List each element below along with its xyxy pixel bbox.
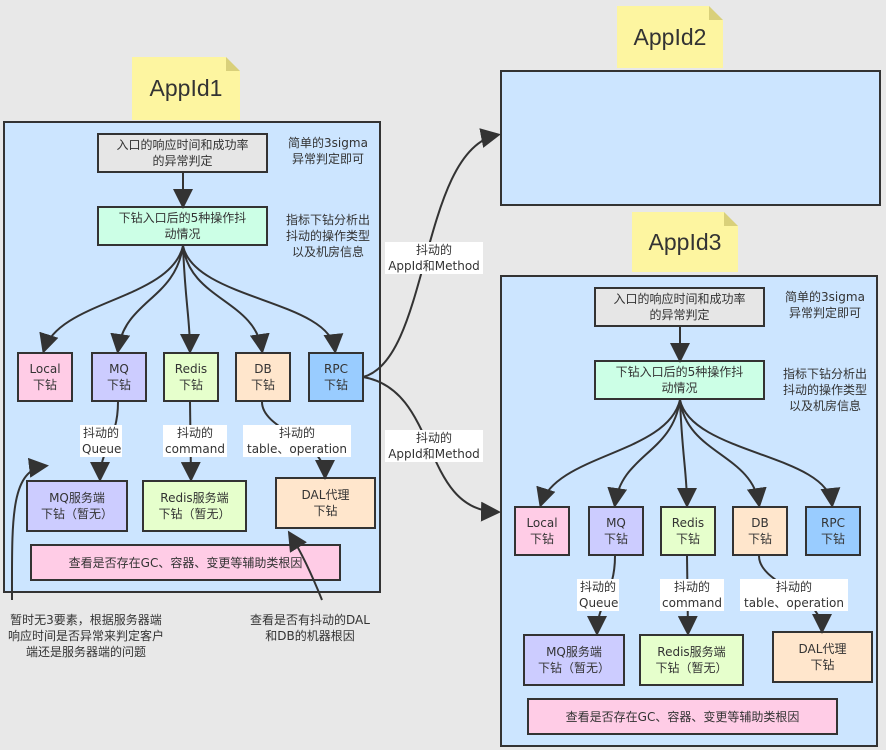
appid1-entry-box: 入口的响应时间和成功率 的异常判定: [97, 133, 268, 173]
appid3-arrow-1: [536, 399, 681, 508]
appid3-server-box-0: MQ服务端 下钻（暂无）: [523, 634, 625, 686]
appid1-edge-label-0: 抖动的 Queue: [80, 425, 122, 457]
appid1-entry-note: 简单的3sigma 异常判定即可: [288, 136, 368, 166]
appid1-op-box-4: RPC 下钻: [308, 352, 364, 402]
appid1-drill-box: 下钻入口后的5种操作抖 动情况: [97, 206, 268, 246]
bottom-note-client-server: 暂时无3要素，根据服务器端 响应时间是否异常来判定客户 端还是服务器端的问题: [7, 613, 164, 659]
appid1-edge-label-2: 抖动的 table、operation: [243, 425, 351, 457]
appid1-arrow-4: [182, 245, 270, 354]
appid3-edge-label-0: 抖动的 Queue: [577, 579, 619, 611]
appid1-arrow-2: [110, 245, 184, 354]
appid2-panel: [500, 70, 881, 206]
appid1-arrow-5: [182, 245, 344, 354]
appid3-op-box-2: Redis 下钻: [660, 506, 716, 556]
appid1-arrow-3: [179, 245, 200, 354]
appid3-aux-box: 查看是否存在GC、容器、变更等辅助类根因: [527, 698, 838, 735]
appid1-op-box-3: DB 下钻: [235, 352, 291, 402]
appid3-drill-note: 指标下钻分析出 抖动的操作类型 以及机房信息: [782, 367, 867, 413]
appid3-edge-label-2: 抖动的 table、operation: [740, 579, 848, 611]
appid1-server-box-0: MQ服务端 下钻（暂无）: [26, 480, 128, 532]
appid3-op-box-4: RPC 下钻: [805, 506, 861, 556]
sticky-appid2: AppId2: [617, 6, 723, 68]
appid3-label: AppId3: [648, 228, 722, 255]
appid1-op-box-0: Local 下钻: [17, 352, 73, 402]
sticky-appid3: AppId3: [632, 212, 738, 272]
appid1-op-box-2: Redis 下钻: [163, 352, 219, 402]
appid3-server-box-1: Redis服务端 下钻（暂无）: [639, 634, 744, 686]
appid3-entry-box: 入口的响应时间和成功率 的异常判定: [594, 287, 765, 327]
bottom-note-dal-db: 查看是否有抖动的DAL 和DB的机器根因: [250, 613, 370, 643]
appid3-op-box-0: Local 下钻: [514, 506, 570, 556]
appid3-entry-note: 简单的3sigma 异常判定即可: [785, 290, 865, 320]
appid1-label: AppId1: [149, 75, 223, 101]
appid1-arrow-9: [10, 457, 49, 601]
appid3-arrow-3: [676, 399, 697, 508]
appid3-edge-label-1: 抖动的 command: [660, 579, 724, 611]
appid3-op-box-1: MQ 下钻: [588, 506, 644, 556]
appid3-arrow-4: [679, 399, 767, 508]
appid1-edge-label-1: 抖动的 command: [163, 425, 227, 457]
appid3-arrow-2: [607, 399, 681, 508]
appid1-drill-note: 指标下钻分析出 抖动的操作类型 以及机房信息: [285, 213, 370, 259]
appid1-arrow-10: [287, 530, 323, 601]
connector-label-appid3: 抖动的 AppId和Method: [385, 430, 483, 462]
appid2-label: AppId2: [633, 23, 707, 50]
appid3-op-box-3: DB 下钻: [732, 506, 788, 556]
connector-label-appid2: 抖动的 AppId和Method: [385, 242, 483, 274]
appid1-arrow-1: [39, 245, 184, 354]
appid3-arrow-5: [679, 399, 841, 508]
sticky-appid1: AppId1: [132, 57, 240, 120]
appid3-server-box-2: DAL代理 下钻: [772, 631, 873, 683]
